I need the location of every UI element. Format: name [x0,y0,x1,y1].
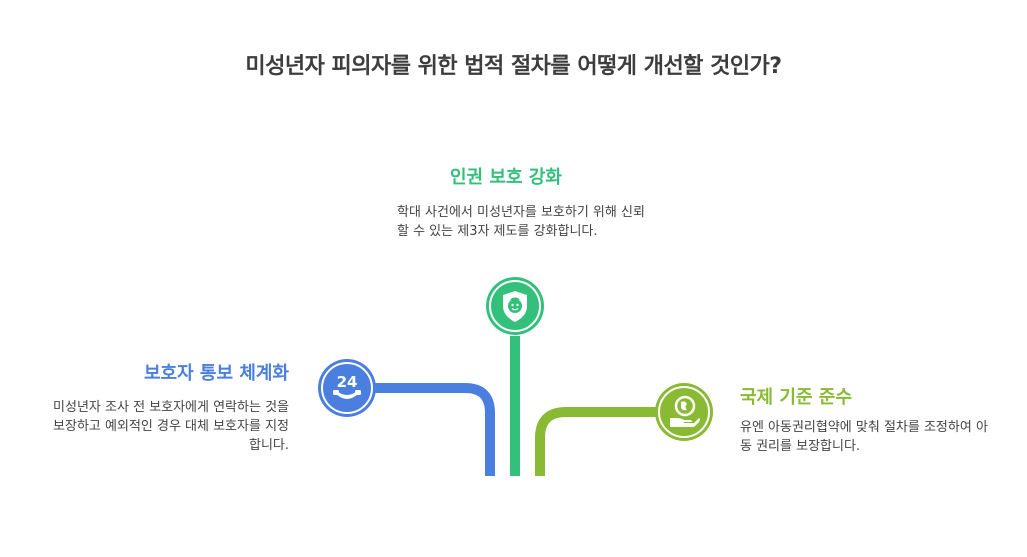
international-standards-description: 유엔 아동권리협약에 맞춰 절차를 조정하여 아동 권리를 보장합니다. [740,420,988,454]
human-rights-heading: 인권 보호 강화 [450,167,562,188]
diagram-title: 미성년자 피의자를 위한 법적 절차를 어떻게 개선할 것인가? [245,54,782,79]
guardian-notification-node: 24 [317,358,377,418]
international-standards-node [654,382,714,442]
child-shield-icon [503,291,527,322]
24-hour-phone-icon: 24 [333,373,361,399]
guardian-notification-heading: 보호자 통보 체계화 [143,363,289,384]
guardian-notification-description: 미성년자 조사 전 보호자에게 연락하는 것을 보장하고 예외적인 경우 대체 … [53,400,289,453]
international-standards-heading: 국제 기준 준수 [740,387,852,408]
globe-in-hand-icon [670,395,700,427]
human-rights-node [485,276,545,336]
blue-connector [347,383,495,476]
24-hour-label: 24 [337,373,358,391]
human-rights-description: 학대 사건에서 미성년자를 보호하기 위해 신뢰할 수 있는 제3자 제도를 강… [397,205,645,239]
olive-connector [535,407,684,476]
